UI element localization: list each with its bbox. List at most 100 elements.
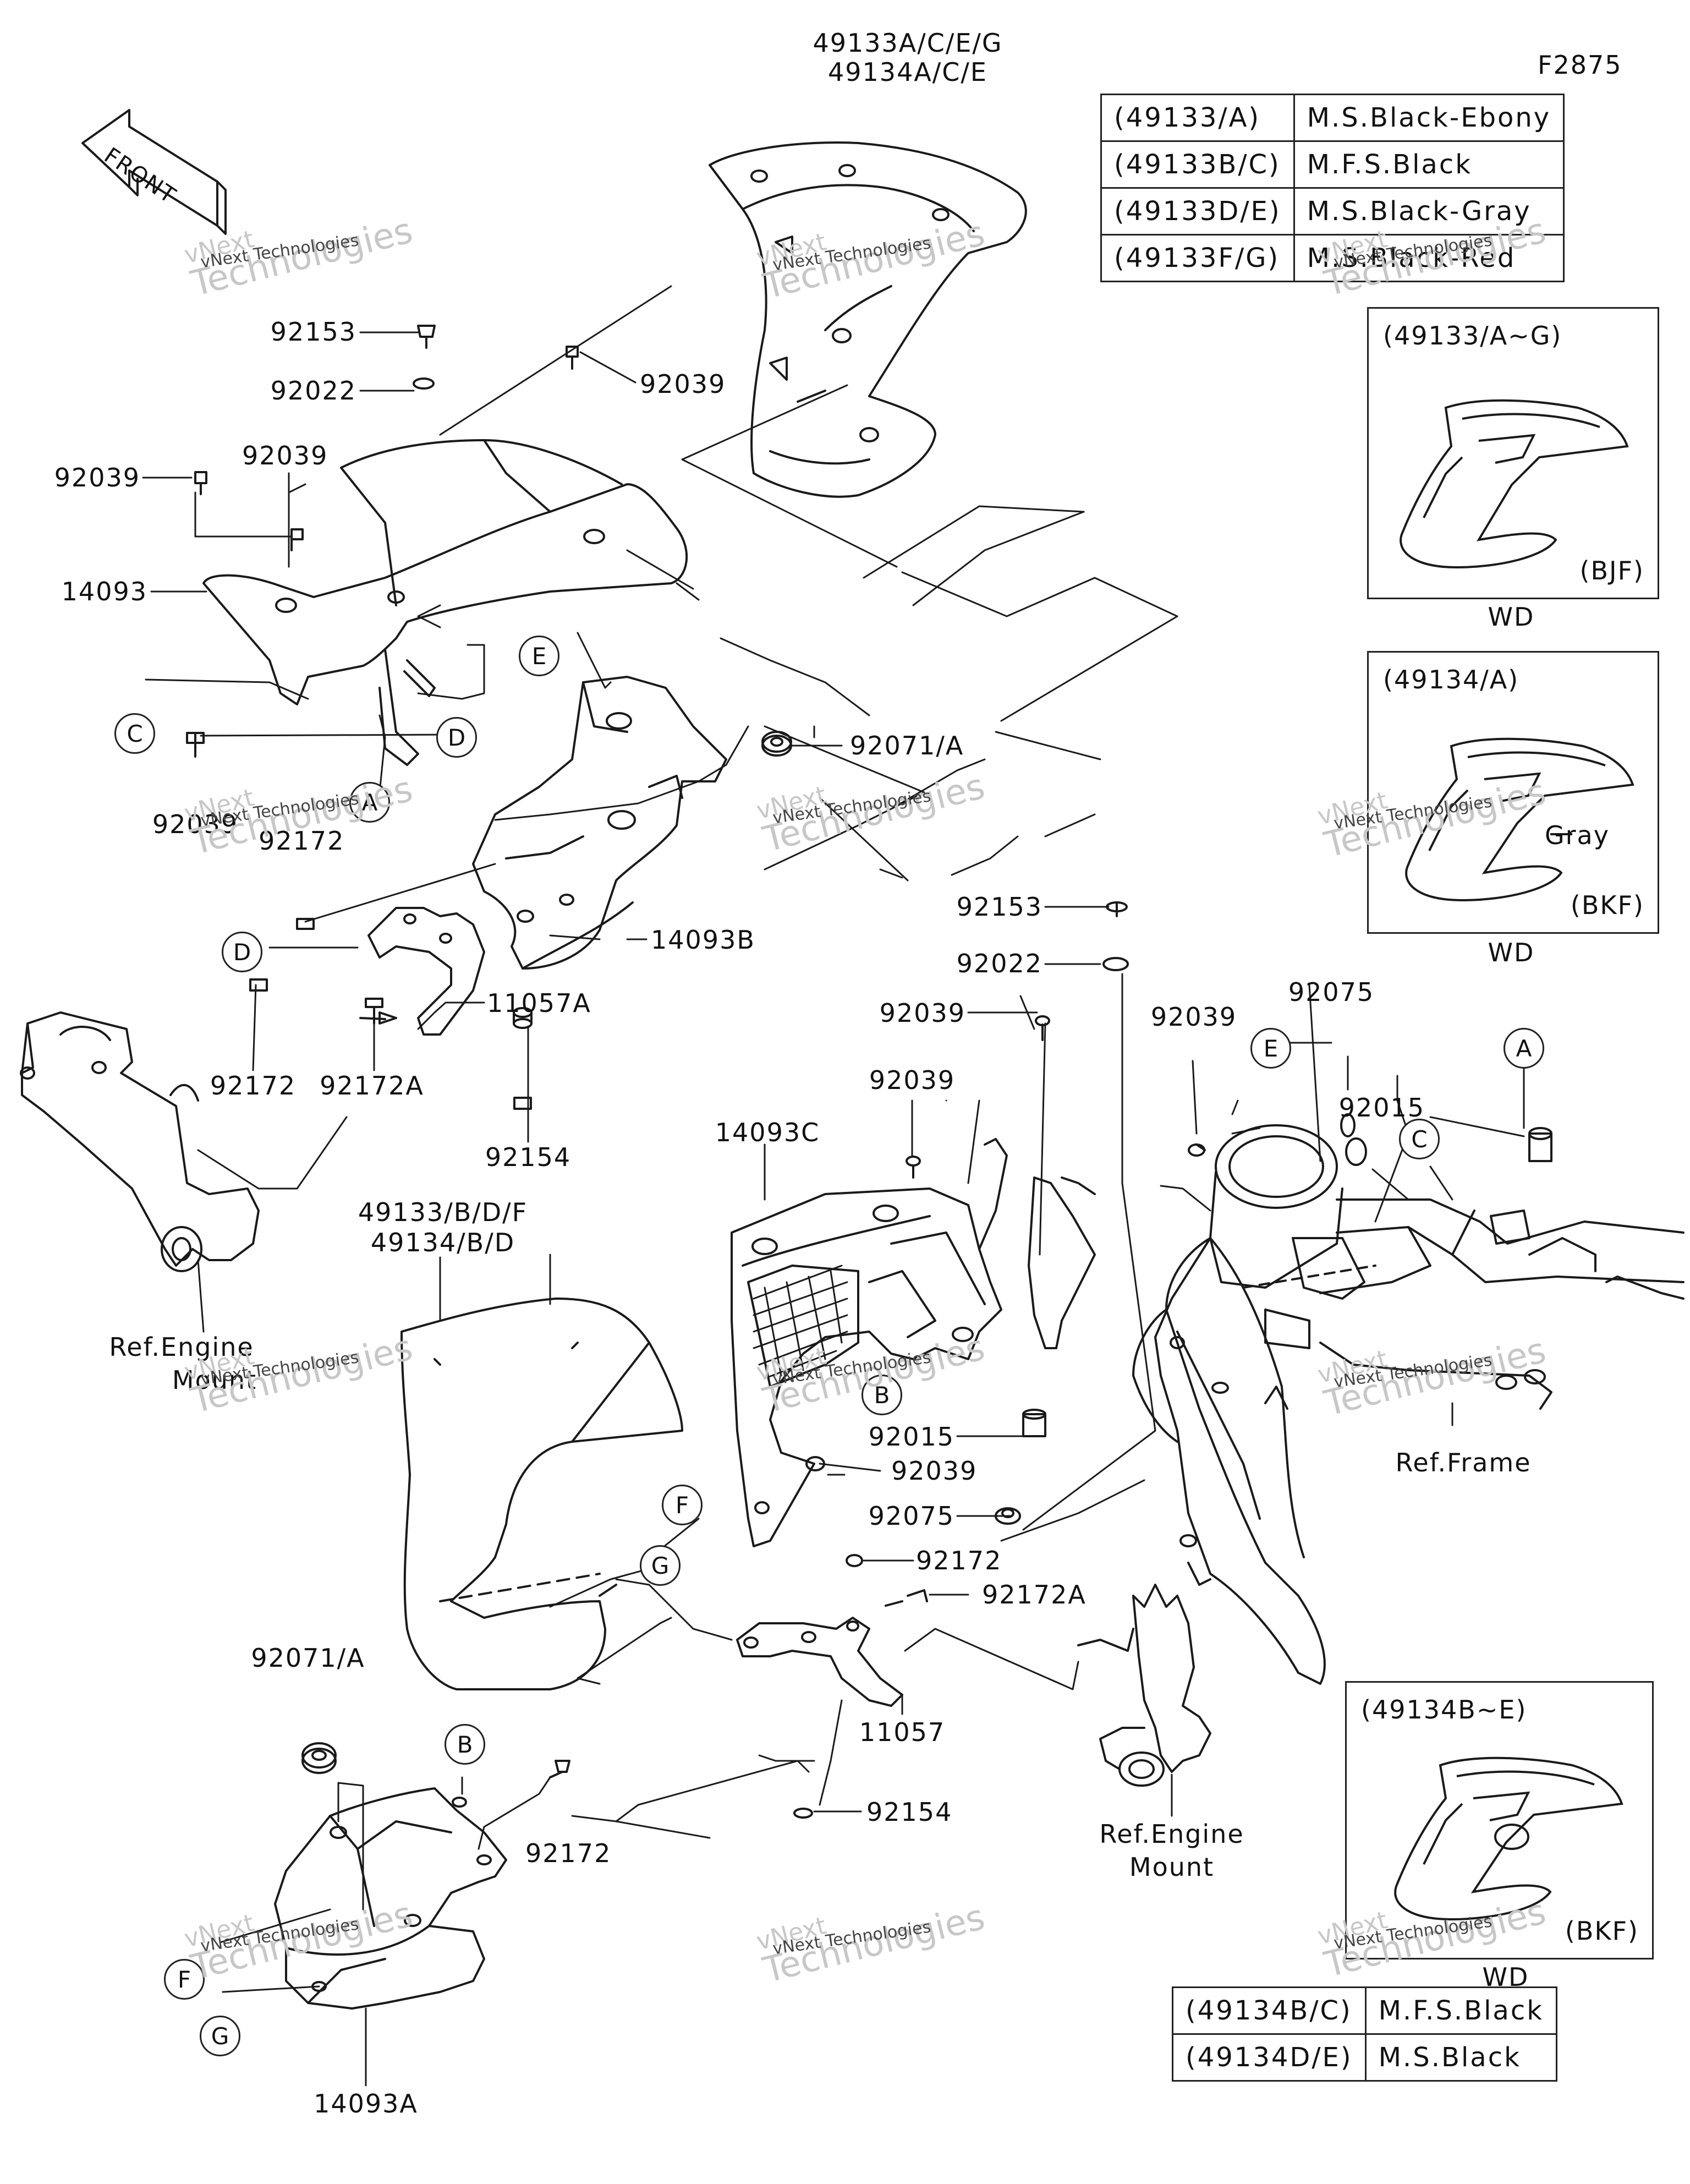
engine-mount-left-drawing — [20, 1011, 260, 1272]
table-row: (49133/A)M.S.Black-Ebony — [1100, 94, 1565, 142]
part-label-92015: 92015 — [868, 1422, 954, 1452]
table-cell-code: (49133D/E) — [1100, 187, 1295, 236]
table-cell-code: (49134B/C) — [1172, 1986, 1367, 2035]
part-label-92022: 92022 — [956, 949, 1042, 978]
ref-label-engine-mount: Ref.Engine — [109, 1332, 254, 1362]
part-label-92172: 92172 — [210, 1071, 297, 1101]
callout-b: B — [862, 1375, 902, 1415]
part-label-92015: 92015 — [1338, 1093, 1425, 1123]
part-label-92154: 92154 — [866, 1797, 953, 1827]
callout-a: A — [349, 782, 390, 823]
part-label-92071A: 92071/A — [850, 731, 964, 760]
inner-panel-14093C-drawing — [731, 1138, 1008, 1547]
callout-d: D — [436, 717, 477, 758]
part-label-92039: 92039 — [1150, 1002, 1237, 1032]
table-cell-color: M.S.Black-Red — [1293, 234, 1565, 282]
part-label-11057: 11057 — [859, 1717, 946, 1747]
callout-d: D — [222, 932, 262, 972]
part-label-92039: 92039 — [54, 463, 140, 492]
part-label-92153: 92153 — [270, 317, 356, 347]
callout-e: E — [1250, 1028, 1291, 1069]
table-row: (49133F/G)M.S.Black-Red — [1100, 234, 1565, 282]
part-label-92039: 92039 — [242, 441, 328, 470]
part-label-14093C: 14093C — [715, 1118, 820, 1147]
table-cell-color: M.S.Black — [1364, 2033, 1558, 2082]
side-shroud-49133B-drawing — [400, 1298, 683, 1690]
inset-49134B-variant: (49134B~E) (BKF) — [1345, 1681, 1654, 1959]
part-label-92039: 92039 — [869, 1065, 956, 1095]
inset-49134A-variant: (49134/A) Gray (BKF) — [1367, 651, 1659, 934]
part-label-92172: 92172 — [525, 1838, 612, 1868]
ref-label-frame: Ref.Frame — [1395, 1448, 1532, 1477]
part-label-49133-mid: 49133/B/D/F — [358, 1197, 528, 1227]
part-label-92172A: 92172A — [320, 1071, 424, 1101]
inset-code: (BKF) — [1570, 890, 1644, 920]
inset-shroud-drawing — [1400, 399, 1629, 569]
front-arrow-drawing — [81, 109, 227, 235]
figure-code: F2875 — [1538, 50, 1622, 80]
part-label-92153: 92153 — [956, 892, 1042, 922]
part-label-49134-mid: 49134/B/D — [370, 1228, 515, 1257]
color-table-bottom: (49134B/C)M.F.S.Black (49134D/E)M.S.Blac… — [1172, 1986, 1558, 2082]
engine-mount-center-drawing — [1077, 1584, 1211, 1787]
part-label-92172A: 92172A — [982, 1580, 1087, 1610]
table-cell-code: (49133F/G) — [1100, 234, 1295, 282]
callout-g: G — [200, 2016, 240, 2056]
table-cell-color: M.S.Black-Gray — [1293, 187, 1565, 236]
bracket-14093-drawing — [202, 439, 688, 766]
inset-wd-label: WD — [1488, 602, 1535, 632]
inset-wd-label: WD — [1488, 938, 1535, 967]
color-table-top: (49133/A)M.S.Black-Ebony (49133B/C)M.F.S… — [1100, 94, 1565, 282]
table-row: (49133B/C)M.F.S.Black — [1100, 140, 1565, 189]
callout-f: F — [662, 1485, 703, 1525]
inset-caption: (49134B~E) — [1361, 1695, 1527, 1725]
inset-code: (BJF) — [1579, 556, 1644, 585]
ref-label-engine-mount: Ref.Engine — [1099, 1819, 1244, 1849]
inset-wd-label: WD — [1482, 1962, 1529, 1992]
table-cell-color: M.F.S.Black — [1293, 140, 1565, 189]
part-label-49134-top: 49134A/C/E — [828, 57, 987, 87]
part-label-92172: 92172 — [259, 826, 345, 856]
part-label-14093: 14093 — [61, 577, 147, 606]
upper-shroud-drawing — [709, 141, 1027, 498]
callout-a: A — [1504, 1028, 1544, 1069]
part-label-92039: 92039 — [879, 998, 965, 1028]
callout-c: C — [1399, 1119, 1440, 1159]
table-cell-color: M.S.Black-Ebony — [1293, 94, 1565, 142]
bracket-11057A-drawing — [359, 907, 533, 1036]
lower-cover-14093A-drawing — [274, 1742, 570, 2010]
inset-shroud-drawing — [1405, 737, 1634, 902]
frame-drawing — [1132, 1124, 1684, 1685]
part-label-92022: 92022 — [270, 376, 356, 406]
center-fasteners — [793, 901, 1552, 1819]
table-cell-color: M.F.S.Black — [1364, 1986, 1558, 2035]
table-row: (49134B/C)M.F.S.Black — [1172, 1986, 1558, 2035]
part-label-92039: 92039 — [891, 1456, 978, 1486]
table-row: (49134D/E)M.S.Black — [1172, 2033, 1558, 2082]
inset-color-note: Gray — [1545, 820, 1610, 850]
part-label-14093B: 14093B — [651, 925, 755, 955]
callout-e: E — [519, 636, 559, 676]
table-cell-code: (49133B/C) — [1100, 140, 1295, 189]
part-label-92039: 92039 — [640, 369, 726, 399]
part-label-92075: 92075 — [1288, 977, 1375, 1007]
callout-c: C — [114, 713, 155, 754]
part-label-92172: 92172 — [916, 1546, 1002, 1575]
part-label-14093A: 14093A — [314, 2089, 418, 2119]
ref-label-engine-mount-2: Mount — [1129, 1852, 1215, 1882]
leader-lines — [142, 285, 1525, 2087]
part-label-92154: 92154 — [485, 1142, 572, 1172]
part-label-11057A: 11057A — [487, 988, 591, 1018]
part-label-49133-top: 49133A/C/E/G — [813, 28, 1003, 58]
bracket-11057-drawing — [736, 1617, 903, 1707]
inset-caption: (49134/A) — [1383, 665, 1519, 694]
callout-f: F — [164, 1959, 205, 2000]
inset-shroud-drawing — [1394, 1756, 1623, 1921]
inset-49133-variant: (49133/A~G) (BJF) — [1367, 307, 1659, 599]
inset-code: (BKF) — [1565, 1916, 1639, 1946]
inset-caption: (49133/A~G) — [1383, 321, 1562, 351]
inner-shroud-14093B-drawing — [472, 676, 727, 970]
callout-b: B — [445, 1724, 485, 1765]
ref-label-engine-mount-2: Mount — [172, 1365, 257, 1395]
